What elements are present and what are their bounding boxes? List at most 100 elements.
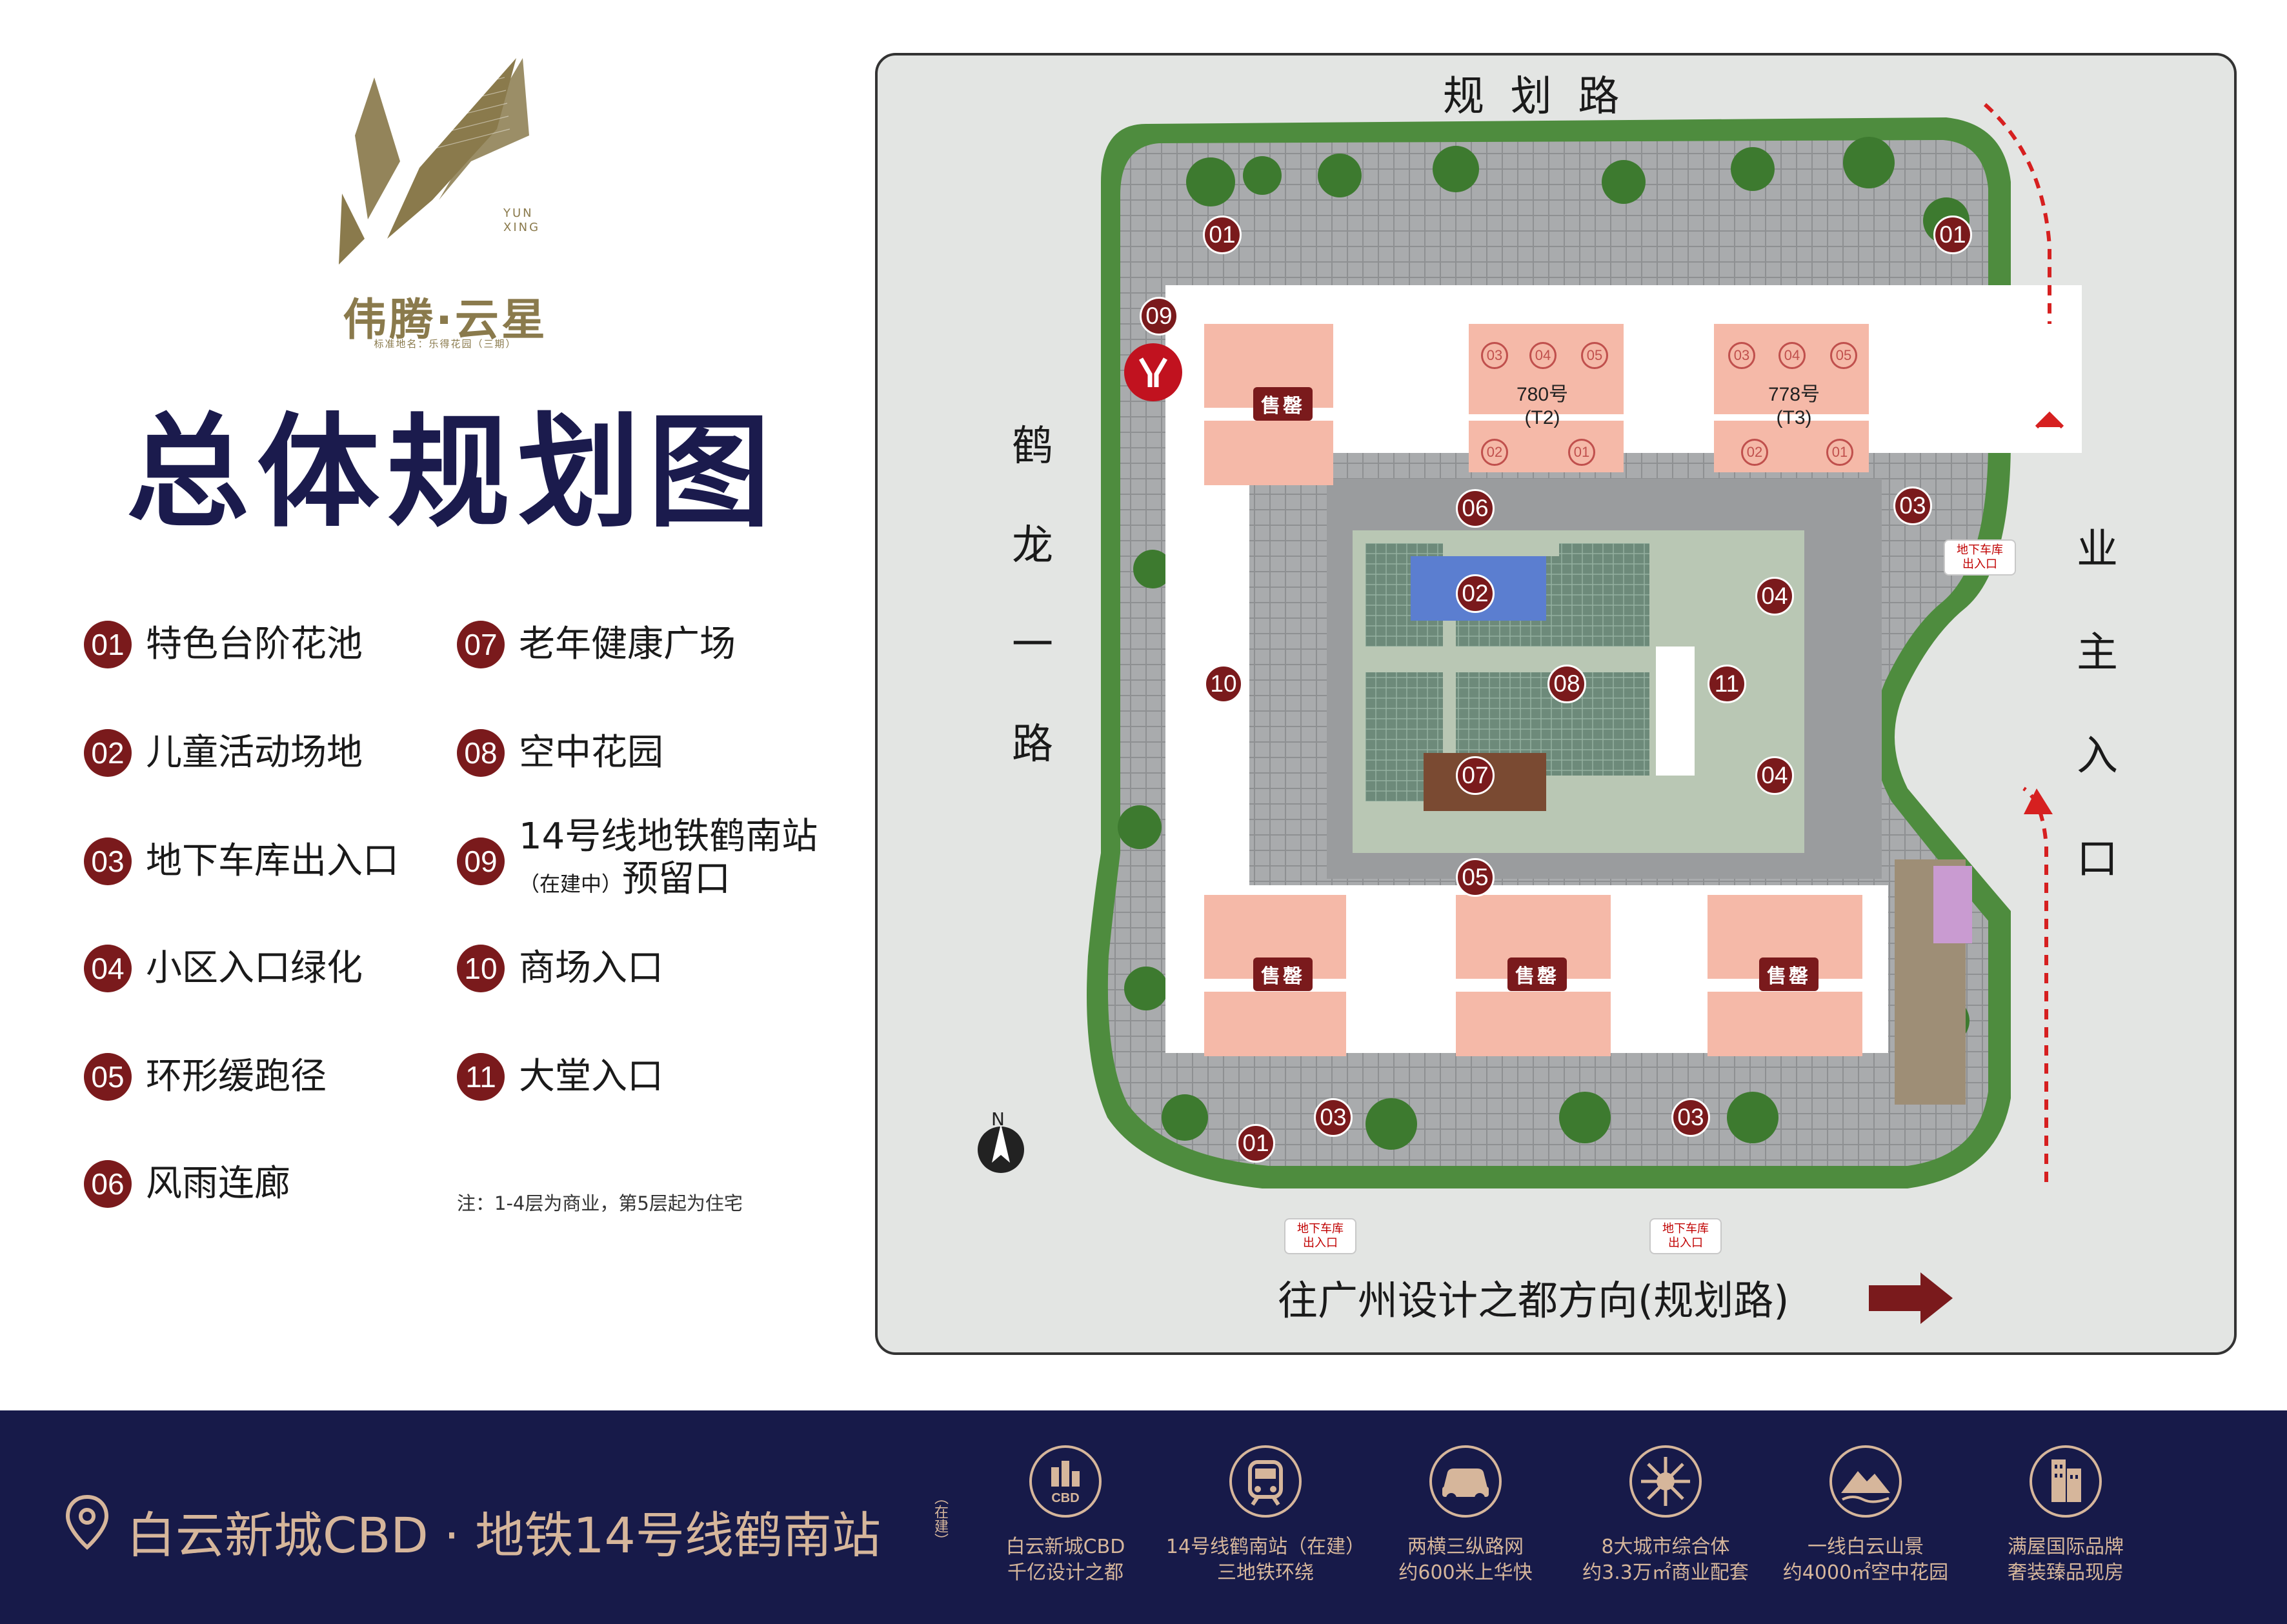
garage-label-line2: 出入口 [1962,557,1997,571]
legend-label: 14号线地铁鹤南站 [519,816,818,857]
brand-logo-icon [339,58,529,265]
unit-marker: 04 [1529,342,1557,369]
unit-marker: 02 [1481,439,1508,466]
building-icon [2030,1445,2102,1518]
legend-number: 11 [457,1053,505,1101]
brand-subtitle: 标准地名：乐得花园（三期） [374,338,517,350]
map-marker-10: 10 [1204,665,1243,703]
legend-number: 02 [84,729,132,777]
legend-number: 05 [84,1053,132,1101]
legend-label: 空中花园 [519,732,663,774]
map-marker-01: 01 [1933,216,1972,254]
north-label: N [991,1108,1005,1130]
legend-number: 10 [457,945,505,992]
entrance-arrow-top [1984,103,2051,324]
unit-marker: 05 [1830,342,1857,369]
entrance-char: 口 [2077,836,2118,883]
sold-out-tag: 售罄 [1759,957,1819,991]
brand-name: 伟腾·云星 [343,295,548,346]
footnote: 注：1-4层为商业，第5层起为住宅 [457,1192,743,1214]
legend-label: 小区入口绿化 [146,947,363,989]
legend-number: 08 [457,729,505,777]
feature-brands: 满屋国际品牌奢装臻品现房 [1959,1443,2172,1586]
legend-label: 商场入口 [519,947,663,989]
legend-label: 特色台阶花池 [146,623,363,665]
map-marker-03: 03 [1314,1098,1353,1137]
mountain-icon [1829,1445,1902,1518]
unit-marker: 01 [1568,439,1595,466]
unit-marker: 04 [1778,342,1806,369]
entrance-char: 业 [2077,526,2118,574]
map-marker-04: 04 [1755,756,1794,795]
unit-marker: 02 [1741,439,1768,466]
legend-number: 03 [84,837,132,885]
legend-item: 09 14号线地铁鹤南站 （在建中）预留口 [457,816,818,905]
feature-line1: 一线白云山景 [1808,1536,1924,1558]
road-west-char: 一 [1012,621,1053,669]
unit-marker: 05 [1581,342,1608,369]
legend-number: 06 [84,1160,132,1208]
legend-label: 老年健康广场 [519,623,736,665]
legend-number: 09 [457,837,505,885]
feature-line2: 约3.3万㎡商业配套 [1582,1561,1749,1584]
mall-icon [1629,1445,1702,1518]
map-marker-01: 01 [1236,1124,1275,1163]
legend-item: 05 环形缓跑径 [84,1053,327,1101]
lobby [1656,647,1695,776]
map-marker-08: 08 [1547,665,1586,703]
map-marker-03: 03 [1671,1098,1710,1137]
road-west-char: 路 [1012,721,1053,768]
feature-mountain: 一线白云山景约4000㎡空中花园 [1759,1443,1972,1586]
map-marker-06: 06 [1456,489,1495,528]
building-t2-number: 780号 [1516,384,1569,405]
feature-line1: 满屋国际品牌 [2008,1536,2124,1558]
garage-label-line2: 出入口 [1668,1236,1703,1250]
map-marker-02: 02 [1456,574,1495,613]
direction-arrow-icon [1869,1272,1953,1324]
footer-location-note: （在建） [932,1490,948,1547]
unit-marker: 01 [1826,439,1853,466]
building-t3-label: 778号 (T3) [1762,383,1826,430]
feature-line1: 14号线鹤南站（在建） [1165,1536,1365,1558]
cbd-icon: CBD [1029,1445,1102,1518]
feature-line2: 三地铁环绕 [1217,1561,1314,1584]
road-west-char: 龙 [1012,522,1053,570]
legend-item: 03 地下车库出入口 [84,837,399,885]
north-arrow [978,1124,1024,1173]
sold-out-tag: 售罄 [1253,957,1313,991]
legend-item: 08 空中花园 [457,729,663,777]
footer-bar [0,1410,2287,1624]
legend-item: 01 特色台阶花池 [84,621,363,668]
feature-line1: 白云新城CBD [1005,1536,1125,1558]
building-t3-code: (T3) [1776,407,1812,428]
svg-text:CBD: CBD [1051,1491,1079,1505]
legend-number: 07 [457,621,505,668]
legend-item: 07 老年健康广场 [457,621,736,668]
legend-item: 11 大堂入口 [457,1053,663,1101]
legend-number: 04 [84,945,132,992]
logo-text-line1: YUN [503,206,534,220]
garage-label-line1: 地下车库 [1297,1222,1344,1236]
location-pin-icon [65,1494,109,1550]
legend-label: 儿童活动场地 [146,732,363,774]
building-t2-code: (T2) [1524,407,1560,428]
garage-label-line1: 地下车库 [1957,543,2003,557]
garage-entrance-label: 地下车库 出入口 [1649,1218,1722,1254]
feature-metro: 14号线鹤南站（在建） 三地铁环绕 [1159,1443,1372,1586]
map-marker-01: 01 [1203,216,1242,254]
map-marker-03: 03 [1893,486,1932,525]
garage-label-line2: 出入口 [1303,1236,1338,1250]
road-west-label: 鹤 龙 一 路 [1012,413,1053,770]
unit-marker: 03 [1728,342,1755,369]
metro-logo-icon [1124,343,1182,401]
feature-commerce: 8大城市综合体约3.3万㎡商业配套 [1559,1443,1772,1586]
tree-clusters [1118,137,1985,1150]
legend-label-note: （在建中） [519,872,623,896]
water-feature [1933,866,1972,943]
legend-number: 01 [84,621,132,668]
map-marker-05: 05 [1456,858,1495,897]
sold-out-tag: 售罄 [1507,957,1567,991]
train-icon [1229,1445,1302,1518]
road-north-label: 规 划 路 [1443,73,1620,121]
